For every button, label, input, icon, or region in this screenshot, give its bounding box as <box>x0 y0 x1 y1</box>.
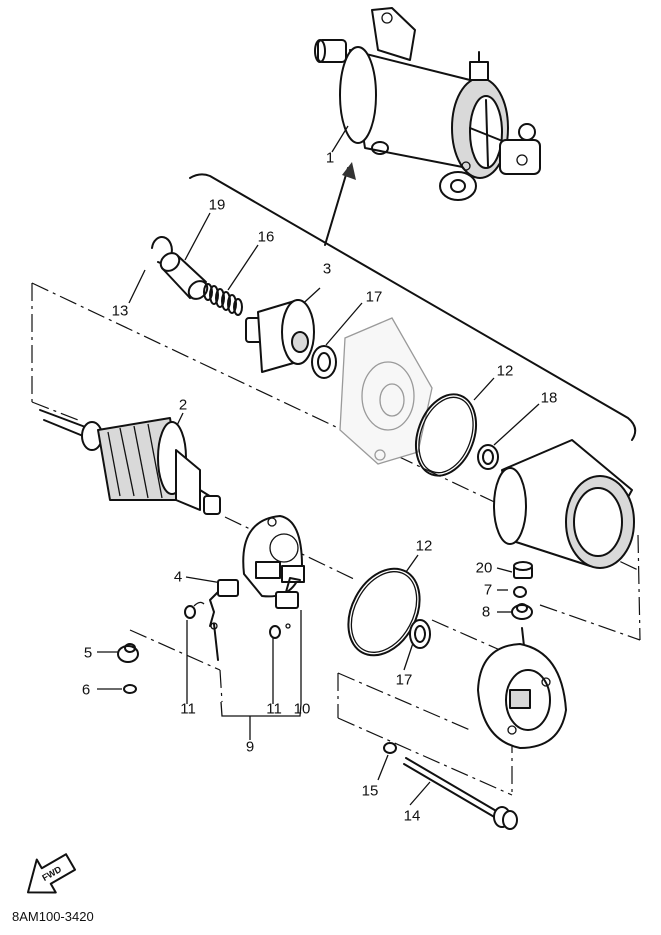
callout-5: 5 <box>83 644 93 662</box>
callout-9: 9 <box>245 738 255 756</box>
part-19-collar <box>159 252 209 300</box>
callout-10: 10 <box>293 700 311 718</box>
rear-cover <box>477 627 567 749</box>
part-10-brush <box>275 577 301 609</box>
part-4-brush-lead <box>209 579 239 661</box>
part-11-spring-left <box>184 601 205 619</box>
callout-13: 13 <box>111 302 129 320</box>
callout-17-lower: 17 <box>395 671 413 689</box>
callout-15: 15 <box>361 782 379 800</box>
front-cover-housing <box>339 317 433 465</box>
callout-11-left: 11 <box>180 700 196 718</box>
forward-arrow-icon <box>26 853 77 894</box>
callout-4: 4 <box>173 568 183 586</box>
callout-19: 19 <box>208 196 226 214</box>
yoke-housing <box>493 439 635 569</box>
callout-12-upper: 12 <box>496 362 514 380</box>
part-6-washer <box>123 684 137 694</box>
assembly-bracket <box>189 162 637 441</box>
callout-14: 14 <box>403 807 421 825</box>
part-12-o-ring-lower <box>347 567 421 657</box>
callout-11-right: 11 <box>266 700 282 718</box>
starter-motor-assembly <box>314 7 541 201</box>
part-14-through-bolt <box>403 757 518 830</box>
part-20-nut <box>513 561 533 579</box>
part-11-spring-right <box>269 623 291 639</box>
part-17-washer-lower <box>409 619 431 649</box>
part-3-pinion-clutch <box>245 299 315 373</box>
callout-16: 16 <box>257 228 275 246</box>
callout-7: 7 <box>483 581 493 599</box>
part-2-armature <box>39 409 221 515</box>
callout-6: 6 <box>81 681 91 699</box>
part-12-o-ring-upper <box>415 393 477 477</box>
part-16-spring <box>203 283 243 316</box>
part-number: 8AM100-3420 <box>12 909 94 924</box>
part-9-brush-plate <box>242 515 305 598</box>
part-8-grommet <box>511 603 533 620</box>
callout-18: 18 <box>540 389 558 407</box>
part-15-washer <box>383 742 397 754</box>
callout-8: 8 <box>481 603 491 621</box>
part-5-cap <box>117 643 139 663</box>
part-7-washer <box>513 586 527 598</box>
part-18-washer <box>477 444 499 470</box>
callout-1: 1 <box>325 149 335 167</box>
callout-12-lower: 12 <box>415 537 433 555</box>
callout-2: 2 <box>178 396 188 414</box>
callout-17-upper: 17 <box>365 288 383 306</box>
callout-3: 3 <box>322 260 332 278</box>
part-17-washer-upper <box>311 345 337 379</box>
callout-20: 20 <box>475 559 493 577</box>
